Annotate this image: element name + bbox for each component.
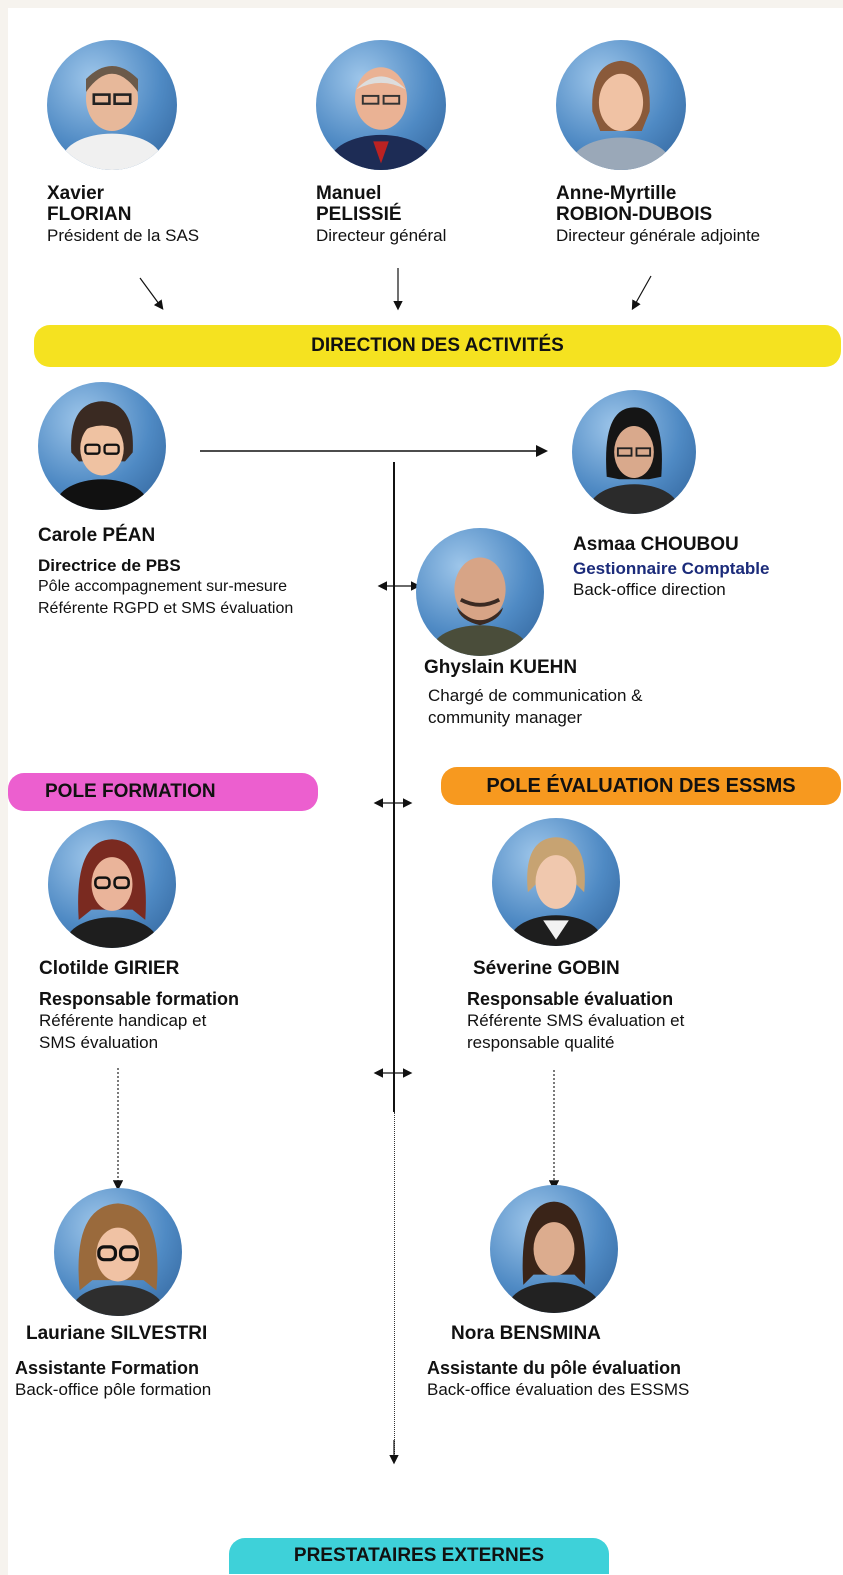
avatar-manuel-pelissie bbox=[316, 40, 446, 170]
person-name: Clotilde GIRIER bbox=[39, 958, 180, 979]
person-carole-pean: Carole PÉAN Directrice de PBS Pôle accom… bbox=[38, 525, 378, 620]
person-detail: responsable qualité bbox=[467, 1033, 615, 1052]
person-detail: Référente RGPD et SMS évaluation bbox=[38, 600, 294, 617]
banner-direction-des-activites: DIRECTION DES ACTIVITÉS bbox=[34, 325, 841, 367]
person-detail: Chargé de communication & bbox=[428, 686, 643, 705]
avatar-clotilde-girier bbox=[48, 820, 176, 948]
avatar-ghyslain-kuehn bbox=[416, 528, 544, 656]
banner-label: PRESTATAIRES EXTERNES bbox=[293, 1545, 545, 1566]
person-clotilde-girier: Clotilde GIRIER Responsable formation Ré… bbox=[39, 958, 369, 1054]
banner-pole-formation: POLE FORMATION bbox=[8, 773, 318, 811]
avatar-carole-pean bbox=[38, 382, 166, 510]
leader-anne-myrtille: Anne-Myrtille ROBION-DUBOIS Directeur gé… bbox=[556, 183, 841, 247]
person-role: Assistante du pôle évaluation bbox=[427, 1358, 682, 1378]
person-detail: Back-office pôle formation bbox=[15, 1380, 212, 1399]
avatar-asmaa-choubou bbox=[572, 390, 696, 514]
person-detail: SMS évaluation bbox=[39, 1033, 159, 1052]
leadership-arrows bbox=[139, 268, 652, 311]
leader-xavier: Xavier FLORIAN Président de la SAS bbox=[47, 183, 277, 247]
person-detail: Back-office direction bbox=[573, 580, 726, 599]
direction-links bbox=[112, 445, 560, 1465]
person-ghyslain-kuehn: Ghyslain KUEHN Chargé de communication &… bbox=[424, 657, 754, 729]
person-role: Responsable formation bbox=[39, 989, 240, 1009]
person-asmaa-choubou: Asmaa CHOUBOU Gestionnaire Comptable Bac… bbox=[573, 534, 841, 601]
person-role: Responsable évaluation bbox=[467, 989, 674, 1009]
banner-label: POLE FORMATION bbox=[45, 781, 216, 802]
banner-pole-evaluation: POLE ÉVALUATION DES ESSMS bbox=[441, 767, 841, 805]
avatar-lauriane-silvestri bbox=[54, 1188, 182, 1316]
leader-manuel: Manuel PELISSIÉ Directeur général bbox=[316, 183, 546, 247]
banner-prestataires-externes: PRESTATAIRES EXTERNES bbox=[229, 1538, 609, 1574]
leader-last-name: PELISSIÉ bbox=[316, 204, 402, 225]
person-lauriane-silvestri: Lauriane SILVESTRI Assistante Formation … bbox=[15, 1323, 375, 1401]
person-role: Directrice de PBS bbox=[38, 556, 181, 575]
person-name: Lauriane SILVESTRI bbox=[26, 1323, 208, 1344]
leader-last-name: FLORIAN bbox=[47, 204, 132, 225]
leader-first-name: Anne-Myrtille bbox=[556, 183, 677, 204]
person-role: Gestionnaire Comptable bbox=[573, 559, 770, 578]
trunk-line bbox=[393, 462, 395, 1112]
leader-title: Directeur général bbox=[316, 226, 447, 245]
trunk-dotted-line bbox=[394, 1112, 395, 1462]
person-name: Carole PÉAN bbox=[38, 525, 156, 546]
avatar-severine-gobin bbox=[492, 818, 620, 946]
person-name: Ghyslain KUEHN bbox=[424, 657, 578, 678]
leader-title: Président de la SAS bbox=[47, 226, 200, 245]
avatar-anne-myrtille-robion-dubois bbox=[556, 40, 686, 170]
person-severine-gobin: Séverine GOBIN Responsable évaluation Ré… bbox=[467, 958, 837, 1054]
person-detail: community manager bbox=[428, 708, 583, 727]
person-detail: Back-office évaluation des ESSMS bbox=[427, 1380, 690, 1399]
avatar-nora-bensmina bbox=[490, 1185, 618, 1313]
leader-first-name: Manuel bbox=[316, 183, 382, 204]
person-nora-bensmina: Nora BENSMINA Assistante du pôle évaluat… bbox=[427, 1323, 837, 1401]
person-detail: Référente SMS évaluation et bbox=[467, 1011, 685, 1030]
person-detail: Référente handicap et bbox=[39, 1011, 207, 1030]
person-name: Asmaa CHOUBOU bbox=[573, 534, 739, 555]
leader-last-name: ROBION-DUBOIS bbox=[556, 204, 713, 225]
banner-label: DIRECTION DES ACTIVITÉS bbox=[311, 335, 564, 356]
person-name: Nora BENSMINA bbox=[451, 1323, 601, 1344]
leader-first-name: Xavier bbox=[47, 183, 105, 204]
leader-title: Directeur générale adjointe bbox=[556, 226, 761, 245]
person-name: Séverine GOBIN bbox=[473, 958, 620, 979]
person-role: Assistante Formation bbox=[15, 1358, 200, 1378]
avatar-xavier-florian bbox=[47, 40, 177, 170]
banner-label: POLE ÉVALUATION DES ESSMS bbox=[486, 774, 796, 797]
person-detail: Pôle accompagnement sur-mesure bbox=[38, 578, 288, 595]
